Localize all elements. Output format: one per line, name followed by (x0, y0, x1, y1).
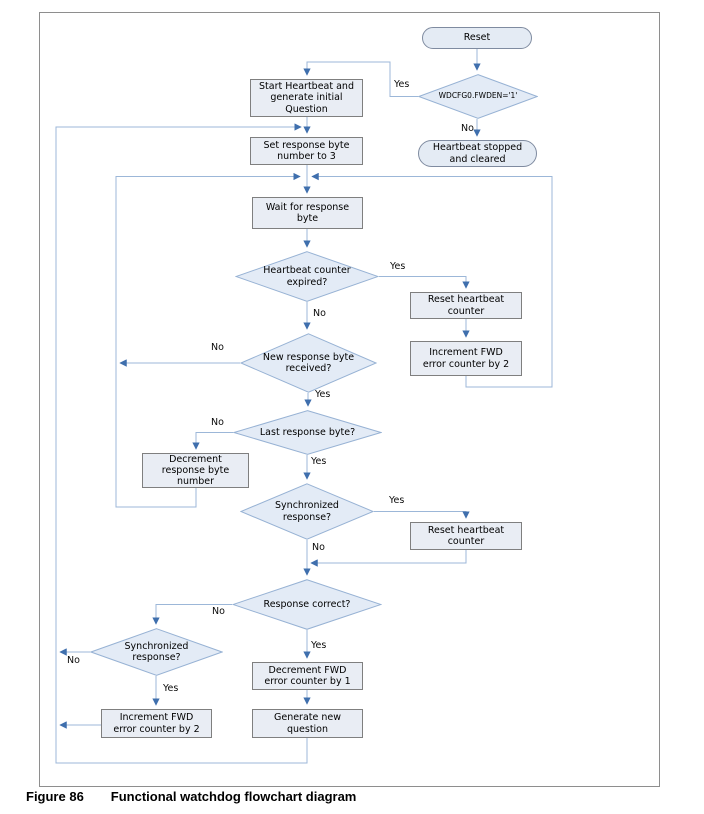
node-label: Reset heartbeat counter (427, 294, 505, 317)
diamond-shape (240, 333, 377, 393)
node-reset: Reset (422, 27, 532, 49)
node-last-response-byte: Last response byte? (233, 410, 382, 455)
figure-caption: Figure 86 Functional watchdog flowchart … (26, 789, 356, 804)
node-label: Last response byte? (259, 426, 356, 438)
diamond-shape (90, 628, 223, 676)
node-reset-heartbeat-top: Reset heartbeat counter (410, 292, 522, 319)
node-label: Heartbeat counter expired? (263, 265, 351, 288)
node-label: Increment FWD error counter by 2 (422, 347, 510, 370)
node-generate-new-question: Generate new question (252, 709, 363, 738)
label-correct-yes: Yes (311, 640, 327, 651)
diamond-shape (240, 483, 374, 540)
node-label: Generate new question (273, 712, 342, 735)
label-sync1-no: No (312, 542, 325, 553)
diamond-shape (232, 579, 382, 630)
node-new-response-received: New response byte received? (240, 333, 377, 393)
label-expired-yes: Yes (390, 261, 406, 272)
node-label: WDCFG0.FWDEN='1' (438, 91, 518, 101)
label-expired-no: No (313, 308, 326, 319)
edge-lastresp-no (192, 432, 233, 450)
node-label: Response correct? (263, 598, 351, 610)
edge-sync1-yes (374, 511, 470, 519)
label-sync2-no: No (67, 655, 80, 666)
node-label: Set response byte number to 3 (263, 139, 350, 162)
edge-expired-yes (379, 276, 470, 289)
label-sync2-yes: Yes (163, 683, 179, 694)
node-label: Heartbeat stopped and cleared (432, 142, 523, 165)
node-label: Start Heartbeat and generate initial Que… (259, 81, 354, 115)
node-increment-fwd-bottom: Increment FWD error counter by 2 (101, 709, 212, 738)
edge-resethb2-join (310, 550, 467, 567)
node-response-correct: Response correct? (232, 579, 382, 630)
edge-outer-loop (55, 123, 308, 764)
edge-correct-no (152, 604, 232, 625)
node-start-heartbeat: Start Heartbeat and generate initial Que… (250, 79, 363, 117)
node-synchronized-mid: Synchronized response? (240, 483, 374, 540)
figure-title: Functional watchdog flowchart diagram (110, 789, 357, 804)
node-reset-heartbeat-mid: Reset heartbeat counter (410, 522, 522, 550)
node-label: Increment FWD error counter by 2 (113, 712, 200, 735)
figure-frame (39, 12, 660, 787)
node-label: Decrement FWD error counter by 1 (264, 664, 351, 687)
node-label: Decrement response byte number (161, 453, 230, 488)
label-lastresp-no: No (211, 417, 224, 428)
label-sync1-yes: Yes (389, 495, 405, 506)
node-decrement-fwd: Decrement FWD error counter by 1 (252, 662, 363, 690)
node-label: Reset (463, 32, 491, 44)
label-newresp-no: No (211, 342, 224, 353)
node-label: New response byte received? (262, 351, 355, 374)
edge-right-loop (311, 172, 553, 388)
node-synchronized-bottom: Synchronized response? (90, 628, 223, 676)
label-newresp-yes: Yes (315, 389, 331, 400)
node-label: Wait for response byte (265, 201, 350, 224)
node-label: Synchronized response? (124, 640, 189, 663)
label-fwden-yes: Yes (394, 79, 410, 90)
figure-number: Figure 86 (26, 789, 84, 804)
node-label: Synchronized response? (275, 500, 339, 523)
node-heartbeat-expired: Heartbeat counter expired? (235, 251, 379, 302)
node-fwden-check: WDCFG0.FWDEN='1' (418, 74, 538, 119)
diamond-shape (235, 251, 379, 302)
node-set-response-byte: Set response byte number to 3 (250, 137, 363, 165)
node-increment-fwd-top: Increment FWD error counter by 2 (410, 341, 522, 376)
node-heartbeat-stopped: Heartbeat stopped and cleared (418, 140, 537, 167)
diamond-shape (418, 74, 538, 119)
edge-fwden-yes (303, 61, 418, 97)
label-lastresp-yes: Yes (311, 456, 327, 467)
edge-left-loop (115, 172, 301, 508)
diamond-shape (233, 410, 382, 455)
node-label: Reset heartbeat counter (427, 524, 505, 547)
label-fwden-no: No (461, 123, 474, 134)
node-decrement-response-byte: Decrement response byte number (142, 453, 249, 488)
label-correct-no: No (212, 606, 225, 617)
node-wait-response-byte: Wait for response byte (252, 197, 363, 229)
